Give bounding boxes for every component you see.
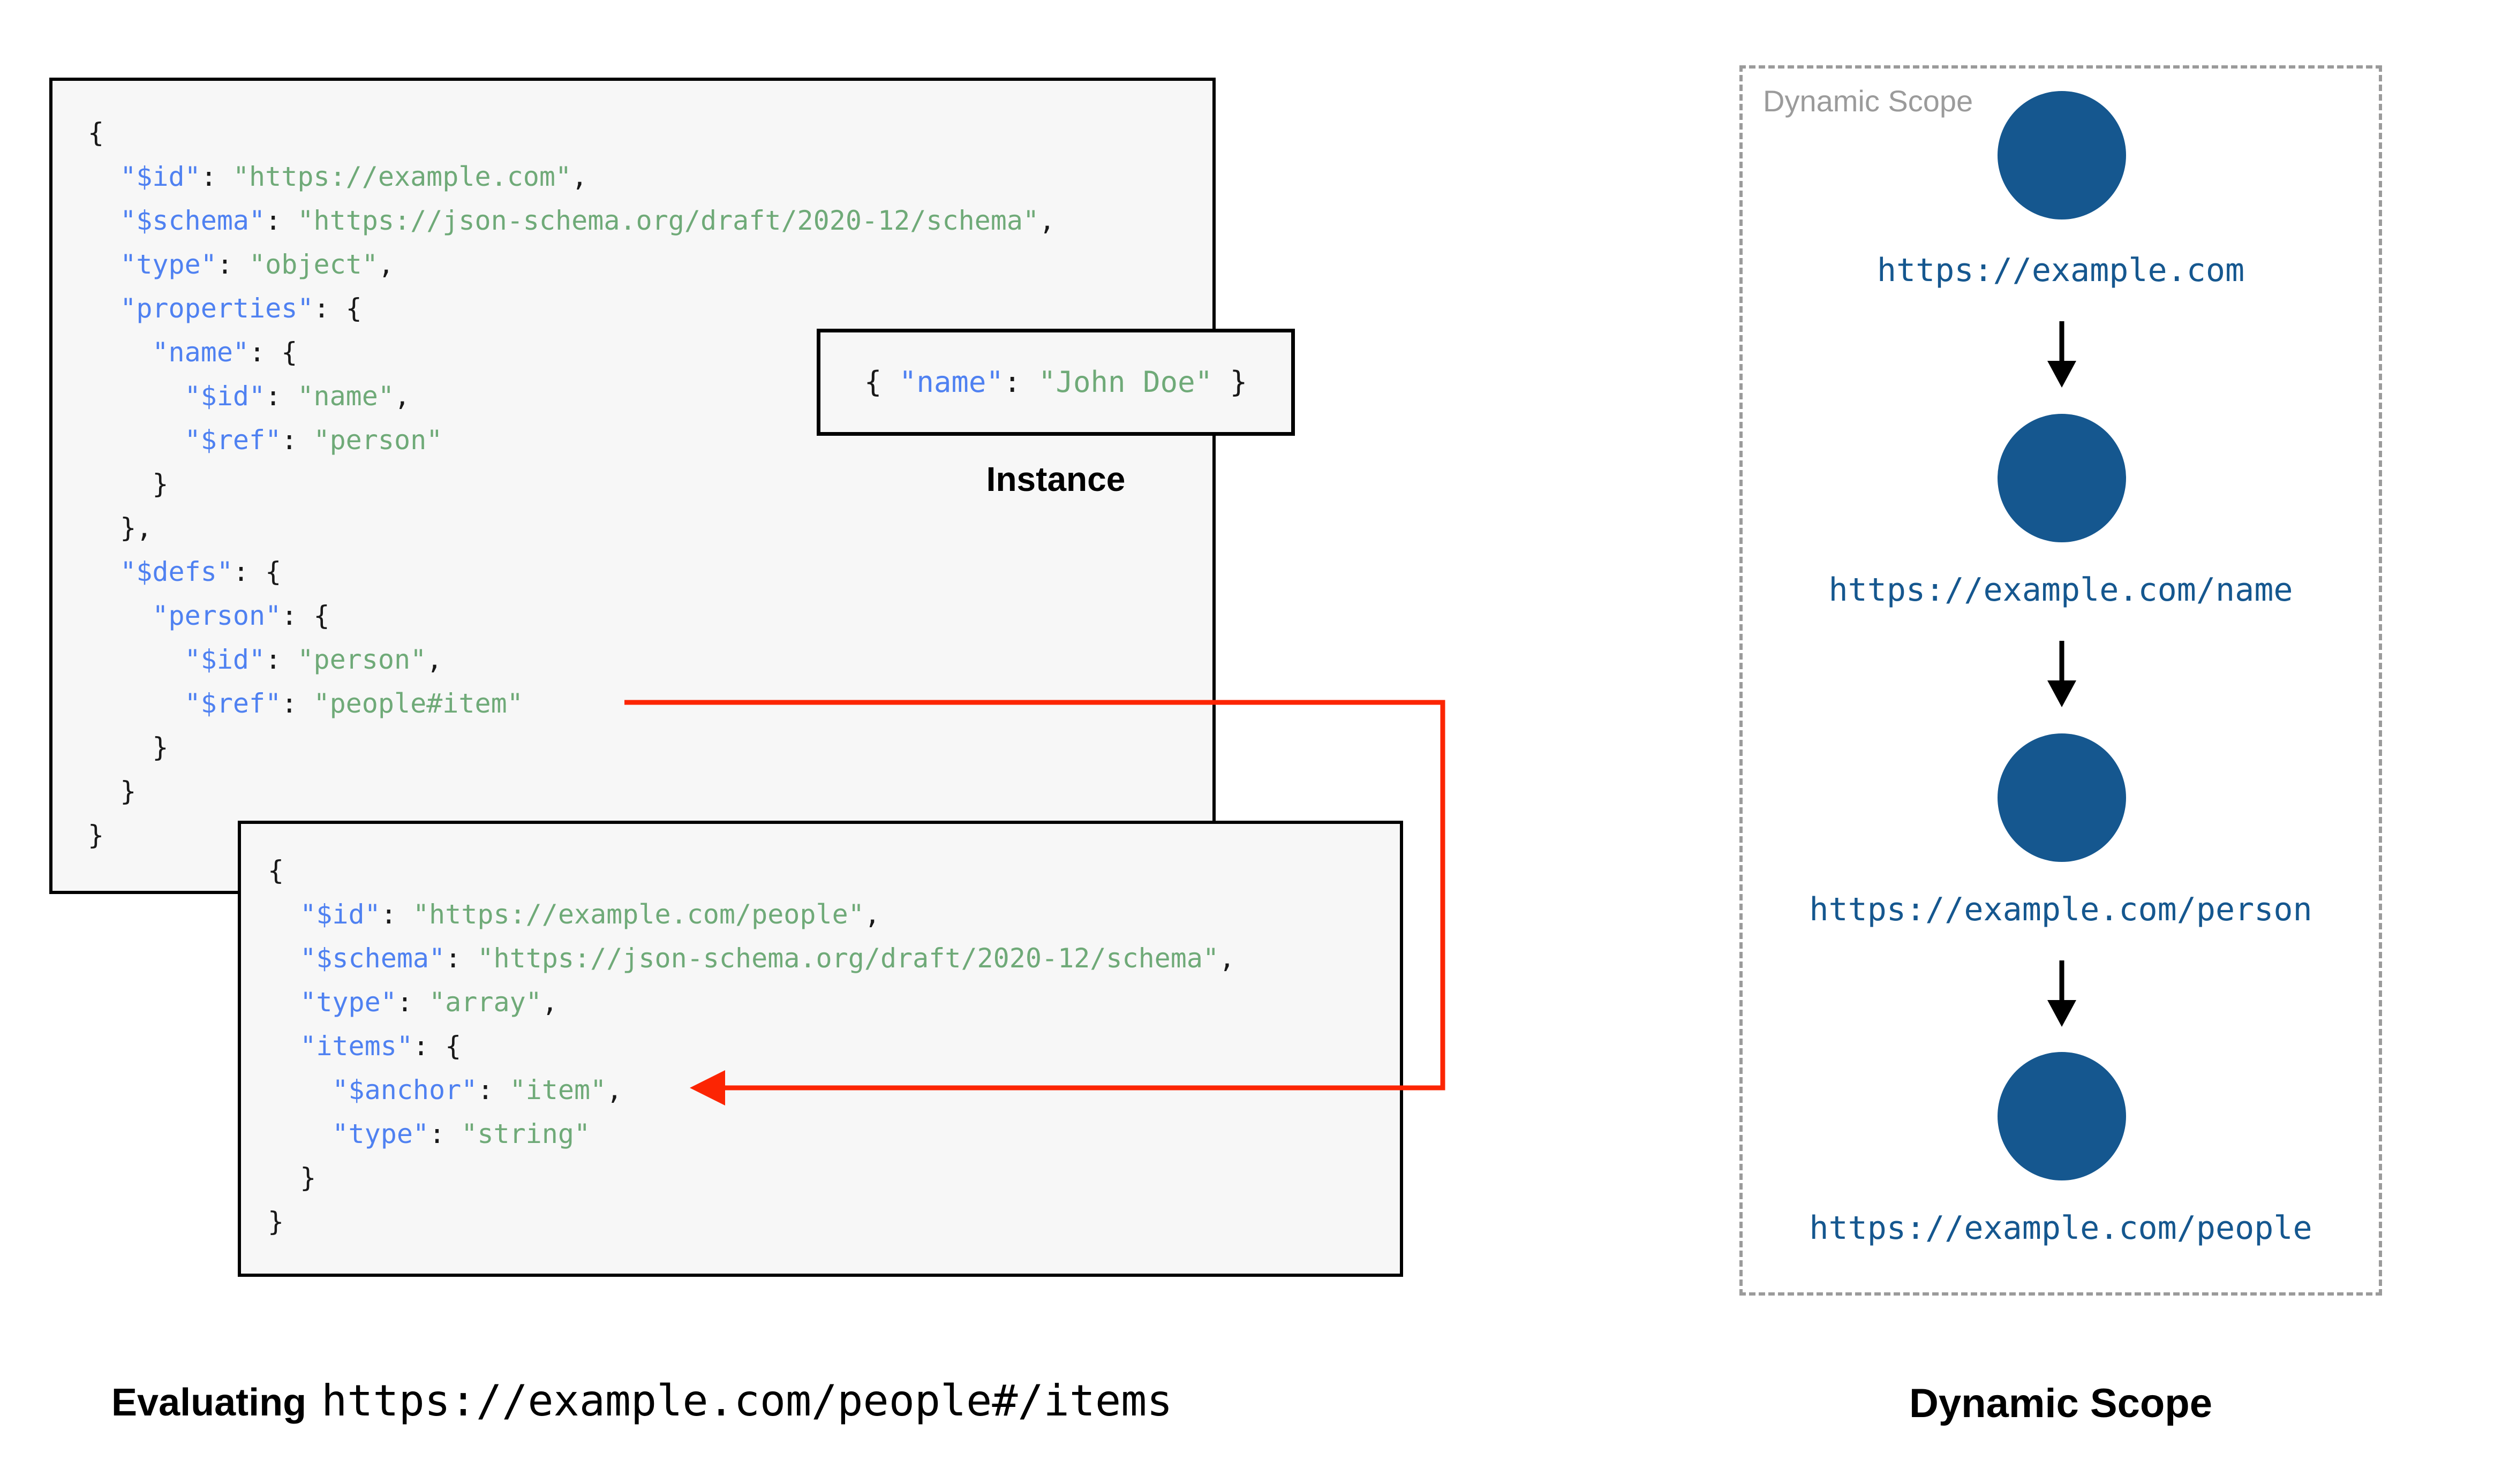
schema-people-code: { "$id": "https://example.com/people", "…: [268, 855, 1235, 1237]
scope-node-circle-1: [1998, 91, 2126, 219]
evaluating-caption-label: Evaluating: [111, 1381, 307, 1424]
instance-code: { "name": "John Doe" }: [864, 365, 1248, 399]
scope-node-url-4: https://example.com/people: [1809, 1209, 2312, 1247]
evaluating-caption-uri: https://example.com/people#/items: [321, 1376, 1173, 1426]
schema-people-block: { "$id": "https://example.com/people", "…: [238, 821, 1403, 1277]
scope-node-url-3: https://example.com/person: [1809, 891, 2312, 928]
dynamic-scope-caption: Dynamic Scope: [1909, 1381, 2212, 1426]
instance-box: { "name": "John Doe" }: [817, 329, 1295, 436]
scope-node-circle-4: [1998, 1052, 2126, 1180]
schema-root-code: { "$id": "https://example.com", "$schema…: [88, 117, 1056, 851]
dynamic-scope-panel: Dynamic Scope https://example.com https:…: [1739, 65, 2382, 1296]
scope-node-url-1: https://example.com: [1877, 252, 2245, 289]
instance-label: Instance: [986, 460, 1126, 498]
evaluating-caption: Evaluating https://example.com/people#/i…: [111, 1376, 1173, 1426]
dynamic-scope-panel-title: Dynamic Scope: [1763, 84, 1973, 118]
scope-node-url-2: https://example.com/name: [1828, 571, 2293, 609]
scope-node-circle-3: [1998, 733, 2126, 862]
scope-node-circle-2: [1998, 414, 2126, 542]
